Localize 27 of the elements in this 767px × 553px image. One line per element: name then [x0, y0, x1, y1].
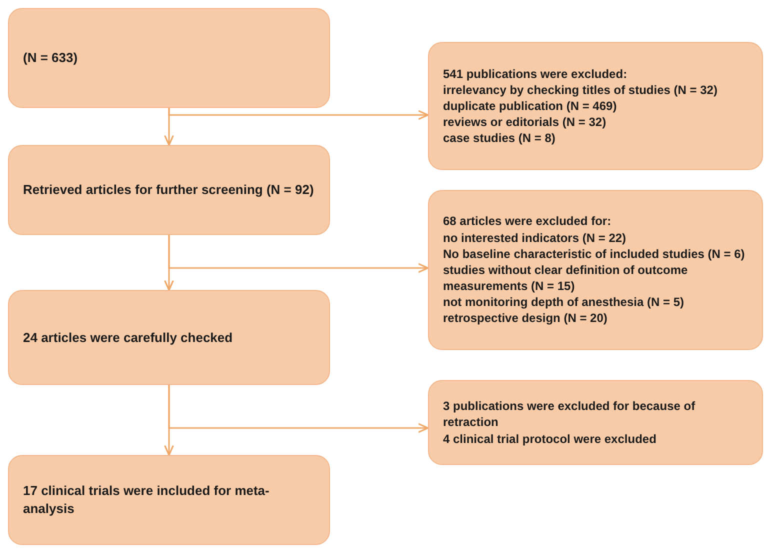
process-box — [8, 145, 330, 235]
box-text: irrelevancy by checking titles of studies (N = 32) — [443, 82, 718, 98]
box-text: 3 publications were excluded for because of retraction — [443, 398, 696, 431]
box-text: retrospective design (N = 20) — [443, 310, 608, 327]
process-box — [8, 290, 330, 385]
box-text: no interested indicators (N = 22) — [443, 230, 628, 246]
process-box — [8, 455, 330, 545]
process-box — [8, 8, 330, 108]
box-text: reviews or editorials (N = 32) — [443, 114, 608, 130]
box-text: 4 clinical trial protocol were excluded — [443, 430, 658, 447]
process-box — [428, 42, 763, 170]
box-text: (N = 633) — [23, 49, 79, 67]
box-text: 68 articles were excluded for: — [443, 213, 612, 230]
arrow — [168, 385, 429, 433]
box-text: No baseline characteristic of included studies (N = 6) — [443, 246, 746, 262]
arrow — [168, 108, 429, 120]
box-text: case studies (N = 8) — [443, 130, 556, 146]
box-text: duplicate publication (N = 469) — [443, 98, 618, 114]
box-text: 24 articles were carefully checked — [23, 328, 234, 346]
process-box — [428, 190, 763, 350]
arrow — [168, 235, 429, 273]
box-text: 17 clinical trials were included for meta-analysis — [23, 482, 270, 518]
box-text: Retrieved articles for further screening (N = 92) — [23, 181, 315, 199]
process-box — [428, 380, 763, 465]
box-text: 541 publications were excluded: — [443, 66, 628, 82]
box-text: not monitoring depth of anesthesia (N = 5) — [443, 294, 686, 310]
box-text: studies without clear definition of outcome measurements (N = 15) — [443, 262, 689, 294]
